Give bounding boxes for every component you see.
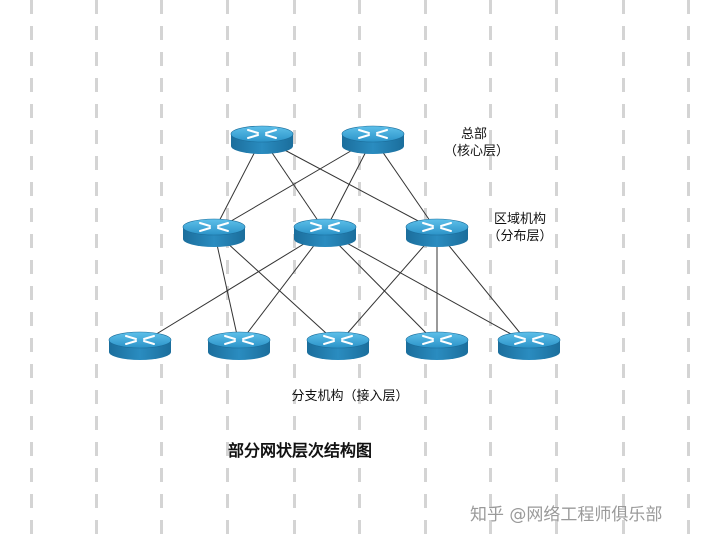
link-d3-a5 [436,230,530,345]
dashed-guide [30,0,33,538]
router-icon-a3 [306,331,370,360]
dashed-guide [226,0,229,538]
dist-layer-name: 区域机构 [493,212,546,227]
dist-layer-subtitle: （分布层） [487,229,553,244]
router-icon-c1 [230,125,294,154]
link-d3-a3 [337,230,438,345]
dashed-guide [160,0,163,538]
router-icon-a5 [497,331,561,360]
core-layer-name: 总部 [460,127,487,142]
dashed-guide [687,0,690,538]
diagram-caption: 部分网状层次结构图 [228,441,373,460]
access-layer-name: 分支机构（接入层） [291,389,409,404]
router-icon-a2 [207,331,271,360]
dashed-guide [489,0,492,538]
routers [108,125,561,360]
link-d2-a1 [139,230,326,345]
dashed-guide [555,0,558,538]
link-d2-a4 [324,230,438,345]
router-icon-d2 [293,218,357,247]
core-layer-subtitle: （核心层） [444,144,510,159]
dashed-guide [358,0,361,538]
access-layer-label: 分支机构（接入层） [270,388,430,405]
core-layer-label: 总部 （核心层） [444,126,510,160]
router-icon-a4 [405,331,469,360]
link-d1-a2 [213,230,240,345]
links [139,137,530,345]
link-d2-a2 [238,230,326,345]
dashed-guide [95,0,98,538]
router-icon-d3 [405,218,469,247]
link-c2-d1 [213,137,374,232]
link-d2-a5 [324,230,530,345]
router-icon-a1 [108,331,172,360]
router-icon-c2 [341,125,405,154]
dashed-guide [293,0,296,538]
dashed-guide [622,0,625,538]
link-d1-a3 [213,230,339,345]
router-icon-d1 [182,218,246,247]
watermark: 知乎 @网络工程师俱乐部 [470,505,663,525]
dist-layer-label: 区域机构 （分布层） [484,211,556,245]
dashed-guide [424,0,427,538]
